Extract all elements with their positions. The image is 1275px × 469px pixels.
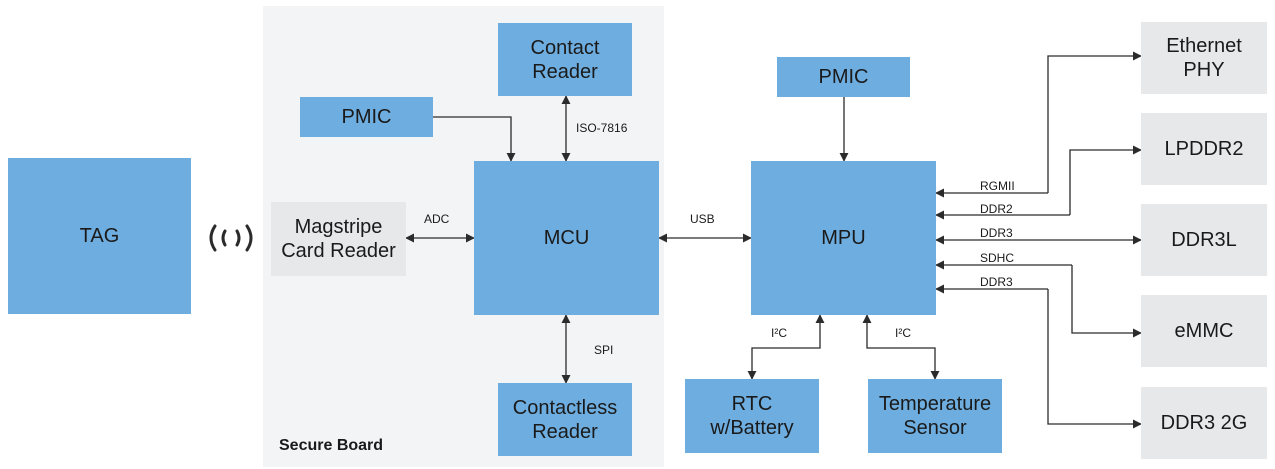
wire-mpu-rtc — [747, 314, 825, 380]
mpu-block: MPU — [751, 161, 936, 315]
wire-ddr2 — [1069, 145, 1142, 215]
temperature-sensor-block: Temperature Sensor — [868, 379, 1002, 453]
pmic-right-block: PMIC — [777, 57, 910, 97]
i2c-rtc-label: I²C — [771, 326, 787, 340]
rtc-block: RTC w/Battery — [685, 379, 819, 453]
ddr3-top-label: DDR3 — [980, 226, 1013, 240]
contact-reader-block: Contact Reader — [498, 23, 632, 96]
ddr3-2g-block: DDR3 2G — [1141, 387, 1267, 459]
ddr3-bottom-label: DDR3 — [980, 275, 1013, 289]
magstripe-reader-block: Magstripe Card Reader — [271, 202, 406, 276]
spi-label: SPI — [594, 343, 614, 357]
wire-pmic-mcu — [433, 116, 516, 162]
ddr2-label: DDR2 — [980, 202, 1013, 216]
mcu-block: MCU — [474, 161, 659, 315]
adc-label: ADC — [424, 212, 450, 226]
secure-board-title: Secure Board — [279, 437, 384, 454]
emmc-block: eMMC — [1141, 295, 1267, 367]
sdhc-label: SDHC — [980, 251, 1015, 265]
usb-label: USB — [690, 212, 715, 226]
ddr3l-block: DDR3L — [1141, 204, 1267, 276]
wireless-signal-icon — [209, 224, 253, 252]
contactless-reader-block: Contactless Reader — [498, 383, 632, 456]
wire-mpu-temp — [862, 314, 940, 380]
rgmii-label: RGMII — [980, 179, 1015, 193]
wire-rgmii — [1047, 51, 1142, 193]
wire-ddr3-2g — [1047, 289, 1142, 429]
tag-block: TAG — [8, 158, 191, 314]
lpddr2-block: LPDDR2 — [1141, 113, 1267, 185]
ethernet-phy-block: Ethernet PHY — [1141, 22, 1267, 94]
wire-sdhc — [1071, 265, 1142, 338]
iso7816-label: ISO-7816 — [576, 121, 628, 135]
i2c-temp-label: I²C — [895, 326, 911, 340]
pmic-left-block: PMIC — [300, 97, 433, 137]
